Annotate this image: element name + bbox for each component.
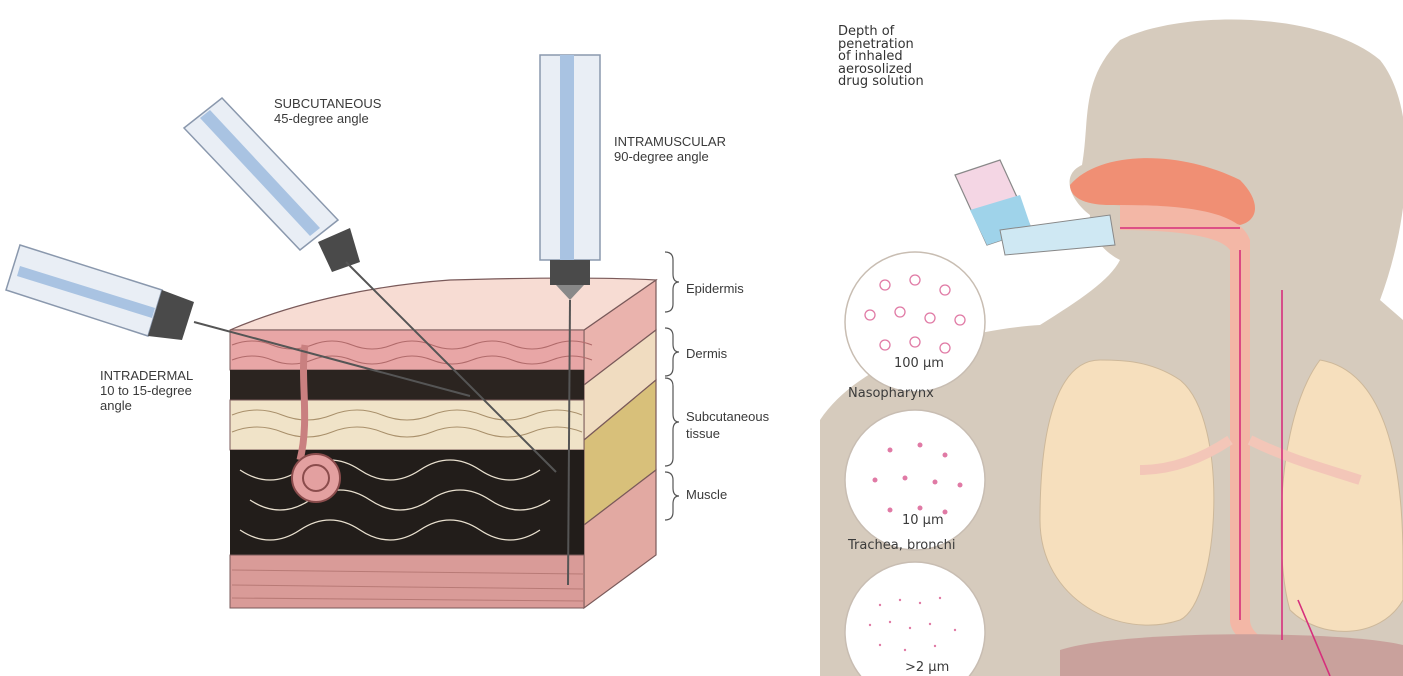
inhalation-diagram: Depth of penetration of inhaled aerosoli… bbox=[820, 0, 1403, 676]
diagram-title: Depth of penetration of inhaled aerosoli… bbox=[838, 26, 988, 89]
route-name: INTRADERMAL bbox=[100, 368, 193, 383]
skin-block-illustration bbox=[0, 0, 820, 676]
epidermis-label: Epidermis bbox=[686, 280, 744, 297]
epidermis-top bbox=[230, 278, 656, 330]
region-label-nasopharynx: Nasopharynx bbox=[848, 386, 934, 401]
injection-diagram: SUBCUTANEOUS 45-degree angle INTRAMUSCUL… bbox=[0, 0, 820, 676]
size-label-10: 10 µm bbox=[902, 513, 944, 528]
stomach bbox=[1060, 634, 1403, 676]
route-angle: 45-degree angle bbox=[274, 111, 381, 126]
muscle-label: Muscle bbox=[686, 486, 727, 503]
subcutaneous-layer bbox=[230, 400, 584, 450]
dermis-label: Dermis bbox=[686, 345, 727, 362]
left-lung bbox=[1040, 360, 1214, 625]
route-name: SUBCUTANEOUS bbox=[274, 96, 381, 111]
route-angle: 90-degree angle bbox=[614, 149, 726, 164]
subcutaneous-tissue-label: Subcutaneous tissue bbox=[686, 408, 769, 442]
layer-brackets bbox=[665, 252, 679, 520]
intradermal-route-label: INTRADERMAL 10 to 15-degree angle bbox=[100, 368, 193, 413]
route-name: INTRAMUSCULAR bbox=[614, 134, 726, 149]
dark-papillary-layer bbox=[230, 370, 584, 400]
fat-tissue-layer bbox=[230, 450, 584, 555]
size-label-2: >2 µm bbox=[905, 660, 949, 675]
particle-circle-10 bbox=[845, 410, 985, 550]
route-angle-line2: angle bbox=[100, 398, 193, 413]
subcutaneous-route-label: SUBCUTANEOUS 45-degree angle bbox=[274, 96, 381, 126]
intramuscular-route-label: INTRAMUSCULAR 90-degree angle bbox=[614, 134, 726, 164]
route-angle-line1: 10 to 15-degree bbox=[100, 383, 193, 398]
sweat-gland bbox=[292, 454, 340, 502]
region-label-trachea: Trachea, bronchi bbox=[848, 538, 955, 553]
respiratory-illustration bbox=[820, 0, 1403, 676]
size-label-100: 100 µm bbox=[894, 356, 944, 371]
